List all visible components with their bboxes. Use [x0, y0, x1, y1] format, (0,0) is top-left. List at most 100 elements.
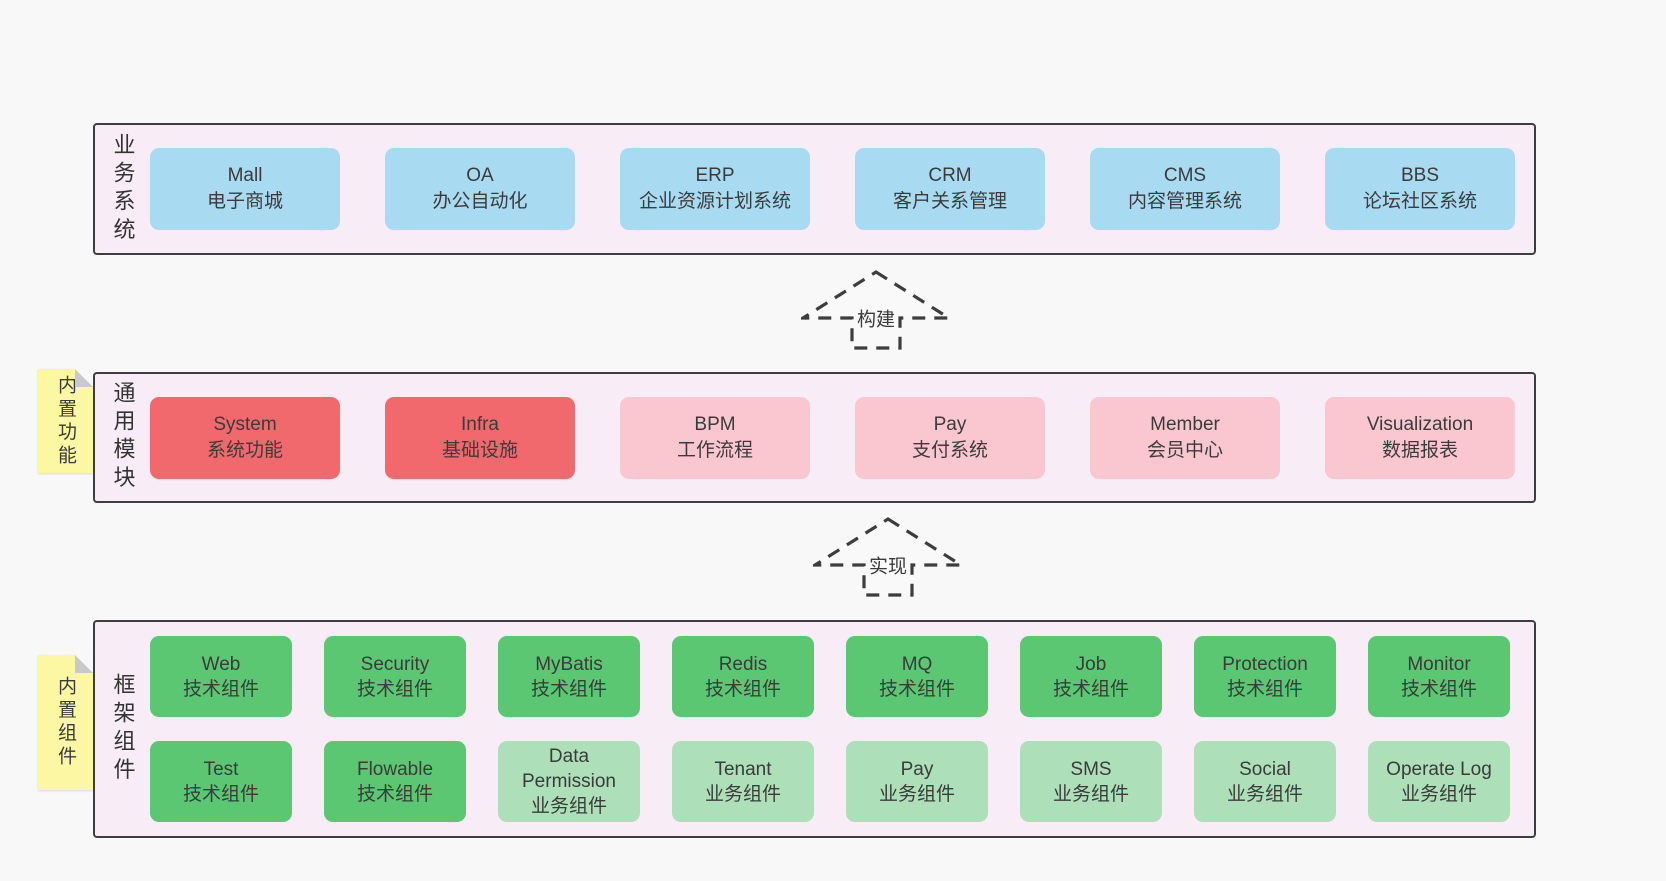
- box-cms: CMS 内容管理系统: [1090, 148, 1280, 230]
- framework-rows: Web 技术组件 Security 技术组件 MyBatis 技术组件 Redi…: [150, 636, 1510, 822]
- box-operate-log: Operate Log 业务组件: [1368, 741, 1510, 822]
- box-subtitle: 技术组件: [1400, 678, 1477, 700]
- box-subtitle: 技术组件: [182, 678, 259, 700]
- box-pay-module: Pay 支付系统: [855, 396, 1045, 479]
- box-subtitle: 企业资源计划系统: [638, 191, 791, 212]
- box-sms: SMS 业务组件: [1020, 741, 1162, 822]
- box-subtitle: 业务组件: [530, 796, 607, 817]
- sticky-note-builtin-features: 内置功能: [38, 369, 93, 473]
- box-title: Protection: [1222, 653, 1308, 675]
- framework-row-2: Test 技术组件 Flowable 技术组件 Data Permission …: [150, 741, 1510, 822]
- box-title: Test: [203, 758, 239, 780]
- box-title: Redis: [718, 653, 768, 675]
- box-title: Job: [1075, 653, 1107, 675]
- box-title: System: [213, 413, 277, 435]
- box-tenant: Tenant 业务组件: [672, 741, 814, 822]
- box-protection: Protection 技术组件: [1194, 636, 1336, 717]
- box-subtitle: 内容管理系统: [1127, 191, 1242, 212]
- box-member: Member 会员中心: [1090, 396, 1280, 479]
- box-title: Pay: [933, 413, 967, 435]
- box-bpm: BPM 工作流程: [620, 396, 810, 479]
- box-job: Job 技术组件: [1020, 636, 1162, 717]
- band-label-business-systems: 业务系统: [110, 132, 136, 246]
- box-title: Tenant: [714, 758, 772, 780]
- box-title: CMS: [1163, 165, 1207, 186]
- box-mall: Mall 电子商城: [150, 148, 340, 230]
- box-subtitle: 业务组件: [878, 783, 955, 805]
- box-subtitle: 业务组件: [1226, 783, 1303, 805]
- sticky-note-builtin-components: 内置组件: [38, 655, 93, 790]
- box-crm: CRM 客户关系管理: [855, 148, 1045, 230]
- box-title: Data Permission: [522, 746, 616, 792]
- band-common-modules: 通用模块 System 系统功能 Infra 基础设施 BPM 工作流程 Pay…: [93, 372, 1536, 503]
- box-subtitle: 技术组件: [182, 783, 259, 805]
- box-title: Web: [201, 653, 241, 675]
- box-pay-component: Pay 业务组件: [846, 741, 988, 822]
- box-title: OA: [466, 165, 494, 186]
- build-arrow-label: 构建: [853, 304, 899, 332]
- box-subtitle: 办公自动化: [432, 191, 528, 212]
- box-subtitle: 论坛社区系统: [1362, 191, 1477, 212]
- box-infra: Infra 基础设施: [385, 396, 575, 479]
- box-subtitle: 技术组件: [878, 678, 955, 700]
- box-title: Operate Log: [1386, 758, 1492, 780]
- box-redis: Redis 技术组件: [672, 636, 814, 717]
- band-framework-components: 框架组件 Web 技术组件 Security 技术组件 MyBatis 技术组件…: [93, 620, 1536, 838]
- box-subtitle: 业务组件: [704, 783, 781, 805]
- box-title: Flowable: [356, 758, 434, 780]
- sticky-note-text: 内置组件: [55, 676, 76, 769]
- box-title: MyBatis: [535, 653, 603, 675]
- box-subtitle: 技术组件: [356, 678, 433, 700]
- box-subtitle: 客户关系管理: [892, 191, 1007, 212]
- business-boxes-row: Mall 电子商城 OA 办公自动化 ERP 企业资源计划系统 CRM 客户关系…: [150, 148, 1515, 230]
- band-label-framework-components: 框架组件: [110, 672, 136, 786]
- box-title: BPM: [694, 413, 736, 435]
- box-mq: MQ 技术组件: [846, 636, 988, 717]
- box-monitor: Monitor 技术组件: [1368, 636, 1510, 717]
- modules-boxes-row: System 系统功能 Infra 基础设施 BPM 工作流程 Pay 支付系统…: [150, 396, 1515, 479]
- box-visualization: Visualization 数据报表: [1325, 396, 1515, 479]
- box-erp: ERP 企业资源计划系统: [620, 148, 810, 230]
- box-flowable: Flowable 技术组件: [324, 741, 466, 822]
- box-subtitle: 技术组件: [704, 678, 781, 700]
- box-title: CRM: [928, 165, 972, 186]
- box-subtitle: 技术组件: [1226, 678, 1303, 700]
- box-oa: OA 办公自动化: [385, 148, 575, 230]
- box-subtitle: 基础设施: [441, 439, 518, 461]
- box-subtitle: 业务组件: [1400, 783, 1477, 805]
- box-system: System 系统功能: [150, 396, 340, 479]
- box-title: Mall: [227, 165, 263, 186]
- box-bbs: BBS 论坛社区系统: [1325, 148, 1515, 230]
- box-title: MQ: [901, 653, 933, 675]
- box-title: Security: [360, 653, 430, 675]
- box-subtitle: 技术组件: [1052, 678, 1129, 700]
- box-mybatis: MyBatis 技术组件: [498, 636, 640, 717]
- box-title: BBS: [1400, 165, 1440, 186]
- box-social: Social 业务组件: [1194, 741, 1336, 822]
- box-title: Monitor: [1407, 653, 1471, 675]
- box-subtitle: 技术组件: [530, 678, 607, 700]
- band-business-systems: 业务系统 Mall 电子商城 OA 办公自动化 ERP 企业资源计划系统 CRM…: [93, 123, 1536, 255]
- box-subtitle: 会员中心: [1146, 439, 1223, 461]
- box-subtitle: 系统功能: [206, 439, 283, 461]
- box-web: Web 技术组件: [150, 636, 292, 717]
- implement-arrow: 实现: [813, 517, 963, 597]
- box-data-permission: Data Permission 业务组件: [498, 741, 640, 822]
- box-security: Security 技术组件: [324, 636, 466, 717]
- box-title: ERP: [695, 165, 735, 186]
- box-title: Pay: [900, 758, 934, 780]
- box-subtitle: 支付系统: [911, 439, 988, 461]
- box-subtitle: 技术组件: [356, 783, 433, 805]
- band-label-common-modules: 通用模块: [110, 381, 136, 494]
- box-test: Test 技术组件: [150, 741, 292, 822]
- box-title: Social: [1239, 758, 1291, 780]
- box-subtitle: 业务组件: [1052, 783, 1129, 805]
- implement-arrow-label: 实现: [865, 551, 911, 579]
- box-title: Infra: [460, 413, 500, 435]
- framework-row-1: Web 技术组件 Security 技术组件 MyBatis 技术组件 Redi…: [150, 636, 1510, 717]
- box-title: SMS: [1070, 758, 1112, 780]
- build-arrow: 构建: [801, 270, 951, 350]
- box-title: Visualization: [1366, 413, 1474, 435]
- sticky-note-text: 内置功能: [55, 374, 76, 468]
